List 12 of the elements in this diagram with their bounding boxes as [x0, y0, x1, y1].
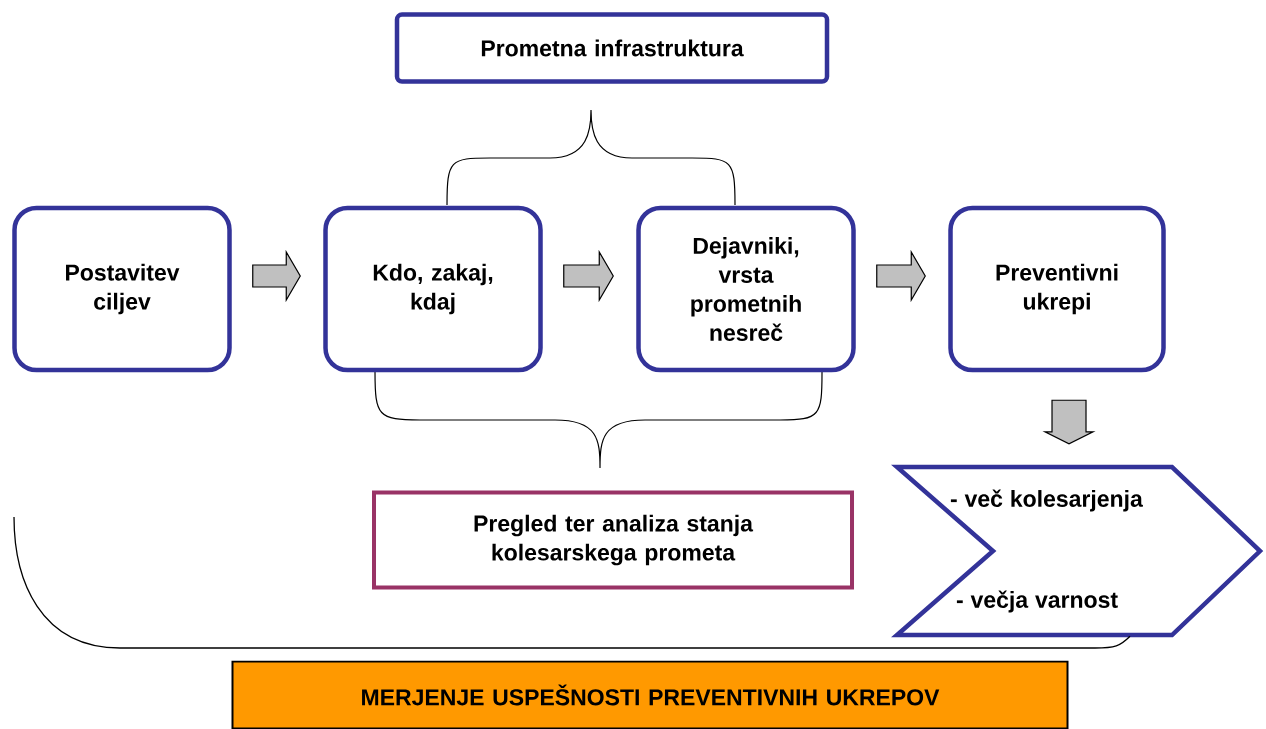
process-box: Postavitev ciljev: [12, 205, 232, 373]
label-box: Prometna infrastruktura: [394, 12, 830, 84]
banner-box: MERJENJE USPEŠNOSTI PREVENTIVNIH UKREPOV: [231, 660, 1069, 729]
block-arrow: [876, 249, 926, 303]
process-box: Dejavniki, vrsta prometnih nesreč: [636, 205, 856, 373]
block-arrow: [1042, 399, 1096, 445]
block-arrow: [252, 249, 301, 303]
feedback-line: [13, 516, 1131, 649]
process-box: Preventivni ukrepi: [948, 205, 1166, 373]
process-box: Pregled ter analiza stanja kolesarskega prometa: [372, 490, 854, 590]
process-box: Kdo, zakaj, kdaj: [323, 205, 543, 373]
block-arrow: [563, 249, 614, 303]
